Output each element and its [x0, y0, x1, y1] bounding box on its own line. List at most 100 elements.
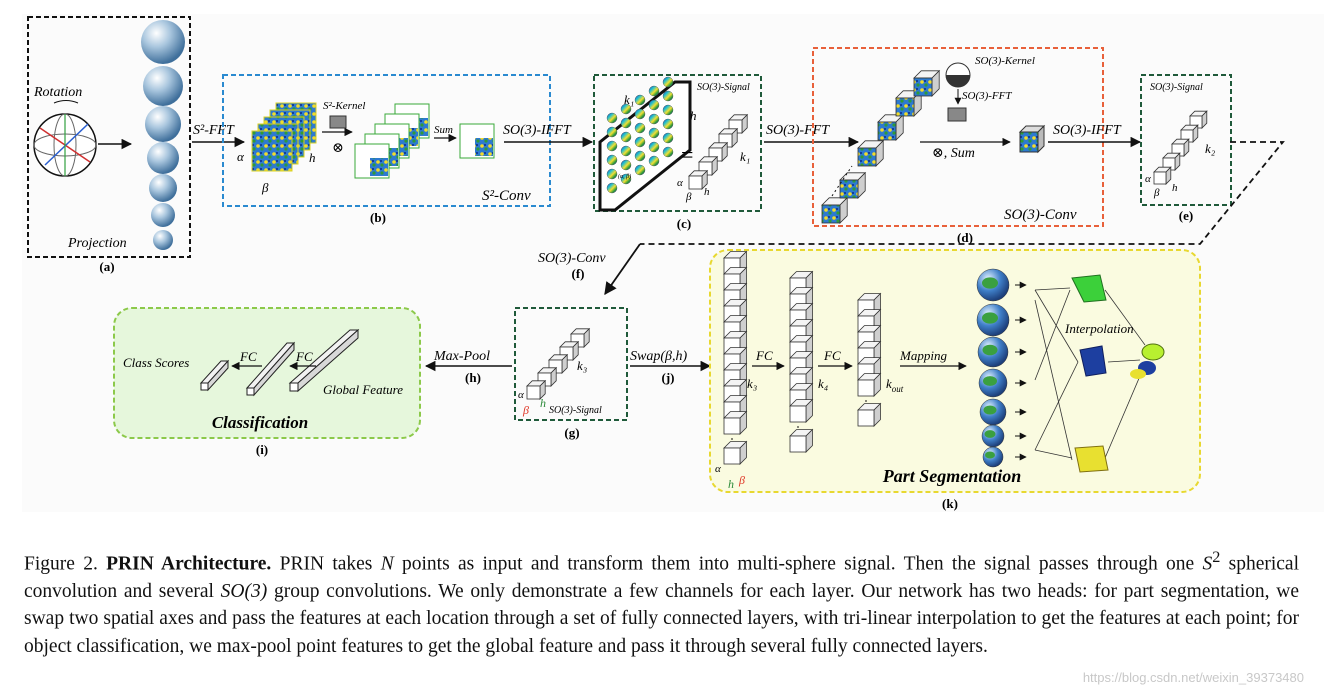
interpolation-label: Interpolation — [1064, 321, 1134, 336]
panel-h-id: (h) — [465, 370, 481, 385]
cube-face — [913, 77, 933, 97]
panel-i-id: (i) — [256, 442, 268, 457]
caption-text-1: PRIN takes — [271, 553, 381, 575]
grid-sphere — [606, 168, 618, 180]
k-alpha: α — [715, 463, 721, 475]
cube-face — [723, 417, 741, 435]
part-chunk-middle — [1079, 345, 1107, 377]
c-alpha: α — [677, 177, 683, 189]
b-beta: β — [261, 180, 269, 195]
cube-face — [789, 435, 807, 453]
interp-lines — [1034, 287, 1146, 461]
s2-kernel-label: S²-Kernel — [323, 100, 365, 112]
f-label: SO(3)-Conv — [538, 251, 606, 266]
cube-face — [526, 385, 541, 400]
panel-d-id: (d) — [957, 230, 973, 245]
grid-sphere — [634, 150, 646, 162]
grid-sphere — [606, 112, 618, 124]
grid-sphere — [620, 159, 632, 171]
interp-line — [1107, 359, 1141, 363]
c-beta: β — [685, 191, 692, 203]
g-signal-label: SO(3)-Signal — [549, 405, 602, 416]
equals-sign: = — [681, 142, 693, 167]
cube-face — [821, 204, 841, 224]
panel-k-id: (k) — [942, 496, 958, 511]
i-fc-1: FC — [239, 349, 257, 364]
grid-sphere — [634, 136, 646, 148]
e-k2: k₂ — [1205, 141, 1216, 156]
panel-k-border — [709, 249, 1201, 493]
k3-column — [723, 250, 748, 465]
cube-face — [1153, 171, 1167, 185]
panel-e: SO(3)-Signal k₂ α β h (e) — [1140, 74, 1232, 223]
caption-text-2: points as input and transform them into … — [393, 553, 1203, 575]
earth-land — [982, 344, 998, 356]
g-beta: β — [522, 403, 529, 417]
cube-face — [688, 175, 703, 190]
earth-land — [982, 277, 998, 289]
panel-i: FC FC Class Scores Global Feature Classi… — [113, 307, 421, 457]
panel-b: α β h S²-Kernel ⊗ Sum S²-Conv (b) — [222, 74, 551, 225]
e-alpha: α — [1145, 173, 1151, 185]
k-h: h — [728, 477, 734, 491]
c-k1-left: k₁ — [624, 92, 634, 107]
grid-sphere — [662, 90, 674, 102]
product-stack — [354, 103, 430, 179]
figure-caption: Figure 2. PRIN Architecture. PRIN takes … — [24, 544, 1299, 660]
dashed-connector — [640, 141, 1285, 245]
interp-line — [1034, 299, 1073, 461]
global-feature-bar — [288, 328, 360, 393]
kout-column — [857, 292, 882, 427]
panel-e-id: (e) — [1179, 208, 1193, 223]
caption-text-3: spherical convolution and several — [24, 553, 1300, 602]
watermark: https://blog.csdn.net/weixin_39373480 — [1082, 670, 1304, 685]
grid-sphere — [648, 113, 660, 125]
grid-sphere — [648, 85, 660, 97]
c-cube-column — [688, 113, 749, 190]
panel-g: k₃ α β h SO(3)-Signal (g) — [514, 307, 628, 440]
e-beta: β — [1153, 187, 1160, 199]
e-signal-label: SO(3)-Signal — [1150, 82, 1203, 93]
grid-sphere — [662, 76, 674, 88]
grid-sphere — [606, 126, 618, 138]
cube-face — [723, 447, 741, 465]
caption-text-4: group convolutions. We only demonstrate … — [24, 580, 1299, 657]
grid-sphere — [648, 99, 660, 111]
panel-j-id: (j) — [662, 370, 675, 385]
s2-kernel-block — [329, 115, 347, 129]
c-h-left: h — [690, 108, 697, 123]
otimes-symbol: ⊗ — [332, 141, 344, 156]
d-sum-label: ⊗, Sum — [932, 146, 975, 161]
panel-b-id: (b) — [370, 210, 386, 225]
panel-b-border — [222, 74, 551, 207]
part-chunk-top — [1071, 274, 1107, 303]
cube-face — [839, 179, 859, 199]
c-k1-right: k₁ — [740, 149, 750, 164]
k-kout: kout — [886, 376, 904, 394]
interp-line — [1034, 449, 1073, 459]
caption-so3: SO(3) — [220, 580, 268, 602]
sum-label: Sum — [434, 124, 453, 136]
grid-sphere — [648, 155, 660, 167]
grid-sphere — [606, 140, 618, 152]
class-scores-label: Class Scores — [123, 355, 189, 370]
caption-title: PRIN Architecture. — [106, 553, 272, 575]
cube-face — [857, 409, 875, 427]
s2-conv-label: S²-Conv — [482, 188, 531, 204]
g-cube-column — [526, 327, 591, 400]
grid-sphere — [662, 132, 674, 144]
architecture-diagram: Rotation Projection (a) S²-FFT — [27, 16, 1285, 511]
d-output-cube — [1019, 131, 1039, 153]
i-fc-2: FC — [295, 349, 313, 364]
interp-line — [1104, 375, 1141, 459]
g-h: h — [540, 396, 546, 410]
interp-line — [1034, 289, 1071, 381]
panel-g-border — [514, 307, 628, 421]
panel-a-id: (a) — [99, 259, 114, 274]
interp-line — [1104, 289, 1146, 346]
so3ifft-label-2: SO(3)-IFFT — [1053, 123, 1122, 138]
alpha-beta-pair: (α, β) — [618, 173, 631, 180]
panel-c-border — [593, 74, 762, 212]
grid-sphere — [606, 182, 618, 194]
cube-face — [895, 97, 915, 117]
